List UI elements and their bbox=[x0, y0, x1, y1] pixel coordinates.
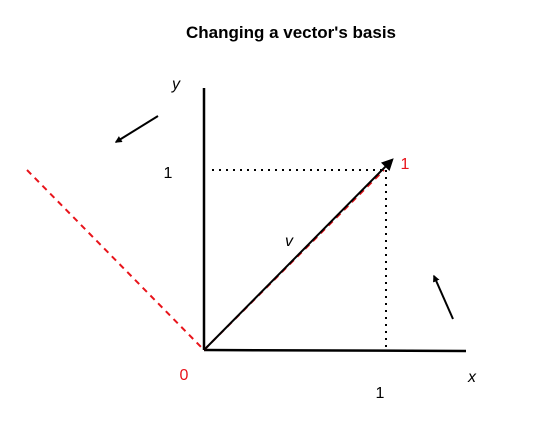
rotation-arrow-icon bbox=[114, 115, 159, 143]
new-basis-unit-label: 1 bbox=[401, 156, 410, 173]
x-axis-label: x bbox=[467, 369, 477, 386]
x-axis bbox=[203, 348, 467, 353]
y-tick-label: 1 bbox=[164, 165, 173, 182]
new-basis-origin-label: 0 bbox=[180, 367, 189, 384]
x-tick-label: 1 bbox=[376, 385, 385, 402]
new-basis-axis-left bbox=[26, 169, 205, 351]
rotation-arrow-icon bbox=[433, 274, 454, 320]
new-basis-axis-diagonal bbox=[203, 169, 385, 351]
y-axis-label: y bbox=[171, 76, 181, 93]
vector-v bbox=[203, 158, 394, 351]
vector-label: v bbox=[285, 233, 294, 250]
diagram-title: Changing a vector's basis bbox=[186, 23, 396, 42]
